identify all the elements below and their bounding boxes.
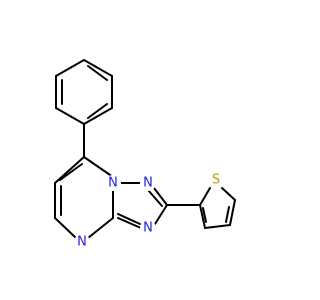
bond-line bbox=[87, 103, 108, 119]
bond-line bbox=[83, 59, 113, 77]
bond-line bbox=[87, 217, 114, 239]
bond-line bbox=[202, 207, 207, 223]
bond-line bbox=[229, 199, 236, 226]
bond-line bbox=[55, 107, 85, 125]
bond-line bbox=[154, 204, 168, 225]
atom-n4-label: N bbox=[74, 234, 90, 250]
atom-n2-symbol: N bbox=[143, 176, 153, 191]
atom-n2-label: N bbox=[140, 175, 156, 191]
bond-line bbox=[83, 156, 114, 178]
atom-s1-label: S bbox=[208, 172, 224, 188]
bond-line bbox=[55, 59, 85, 77]
bond-line bbox=[54, 156, 85, 184]
molecule-structure: N N N N S bbox=[54, 59, 236, 250]
bond-line bbox=[59, 163, 83, 181]
bond-line bbox=[199, 187, 211, 206]
bond-line bbox=[117, 213, 141, 225]
bond-line bbox=[54, 217, 77, 239]
bond-line bbox=[153, 187, 168, 206]
bond-line bbox=[87, 65, 108, 81]
bond-line bbox=[147, 189, 163, 207]
bond-line bbox=[221, 187, 236, 201]
atom-n3-label: N bbox=[140, 220, 156, 236]
atom-n1-label: N bbox=[105, 175, 121, 191]
bond-line bbox=[204, 224, 231, 229]
bond-line bbox=[199, 204, 206, 229]
atom-n1-symbol: N bbox=[108, 176, 118, 191]
atom-s1-symbol: S bbox=[212, 173, 220, 188]
bond-layer bbox=[54, 59, 236, 239]
bond-line bbox=[225, 206, 230, 223]
bond-line bbox=[117, 217, 142, 229]
bond-line bbox=[83, 107, 113, 125]
atom-n3-symbol: N bbox=[143, 221, 153, 236]
atom-n4-symbol: N bbox=[77, 235, 87, 250]
